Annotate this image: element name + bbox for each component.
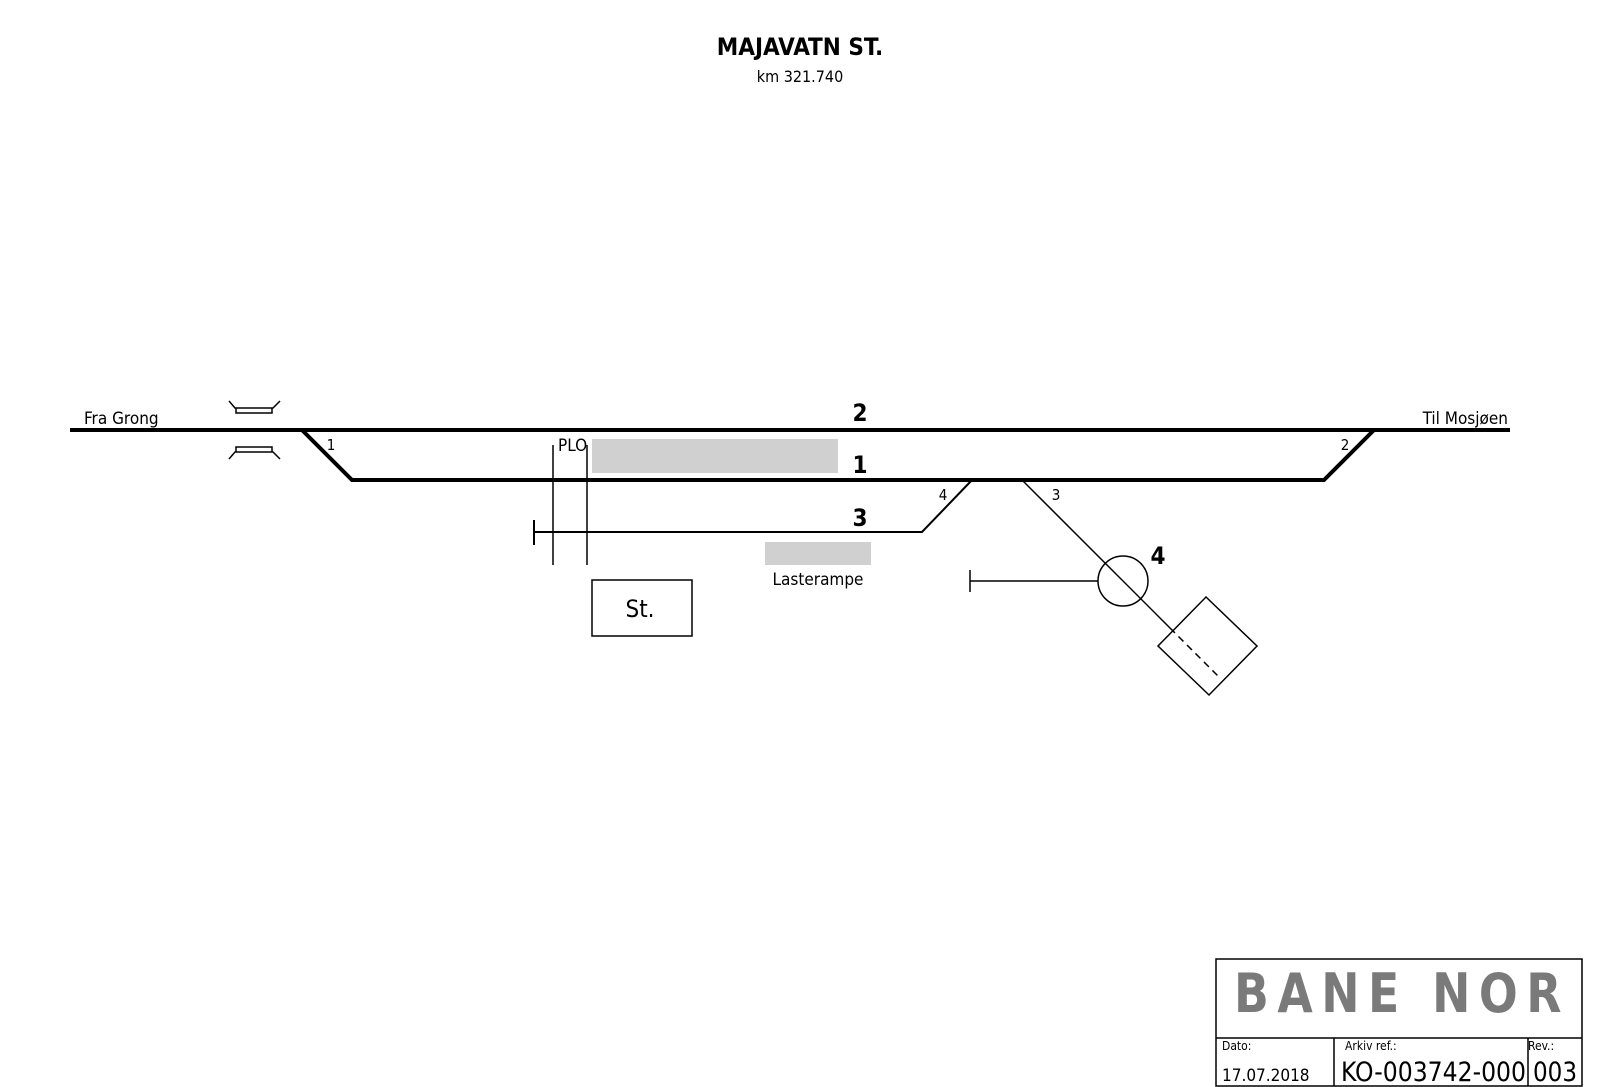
plo-label: PLO (558, 436, 587, 456)
loading-ramp (765, 542, 871, 565)
title-block-frame (1215, 958, 1583, 1087)
date-value: 17.07.2018 (1222, 1066, 1310, 1086)
track-3 (534, 479, 973, 533)
station-building (591, 579, 693, 637)
date-label: Dato: (1222, 1039, 1251, 1053)
switch-2-number: 2 (1341, 436, 1350, 454)
revision-label: Rev.: (1528, 1039, 1554, 1053)
direction-from-label: Fra Grong (84, 409, 159, 429)
company-logo: BANE NOR (1234, 962, 1570, 1025)
station-title: MAJAVATN ST. (717, 33, 883, 61)
platform (592, 439, 838, 473)
loading-ramp-label: Lasterampe (773, 570, 864, 590)
switch-3-number: 3 (1052, 486, 1061, 504)
revision-value: 003 (1533, 1057, 1577, 1087)
track-3-number: 3 (852, 504, 867, 532)
track-4-dashed (1169, 627, 1219, 677)
switch-4-number: 4 (939, 486, 948, 504)
bridge-symbol-top (228, 400, 281, 414)
switch-1-number: 1 (327, 436, 336, 454)
track-1 (300, 428, 1376, 482)
track-4-branch (1021, 479, 1171, 629)
km-position: km 321.740 (757, 67, 843, 86)
bridge-symbol-bottom (228, 446, 281, 460)
track-4-number: 4 (1150, 542, 1165, 570)
direction-to-label: Til Mosjøen (1422, 409, 1508, 429)
archive-ref-value: KO-003742-000 (1341, 1057, 1526, 1087)
engine-shed (1156, 595, 1259, 697)
title-block: BANE NOR Dato: 17.07.2018 Arkiv ref.: KO… (1215, 958, 1583, 1087)
track-1-number: 1 (852, 451, 867, 479)
archive-ref-label: Arkiv ref.: (1345, 1039, 1397, 1053)
track-2-number: 2 (852, 399, 867, 427)
station-building-label: St. (625, 595, 654, 623)
